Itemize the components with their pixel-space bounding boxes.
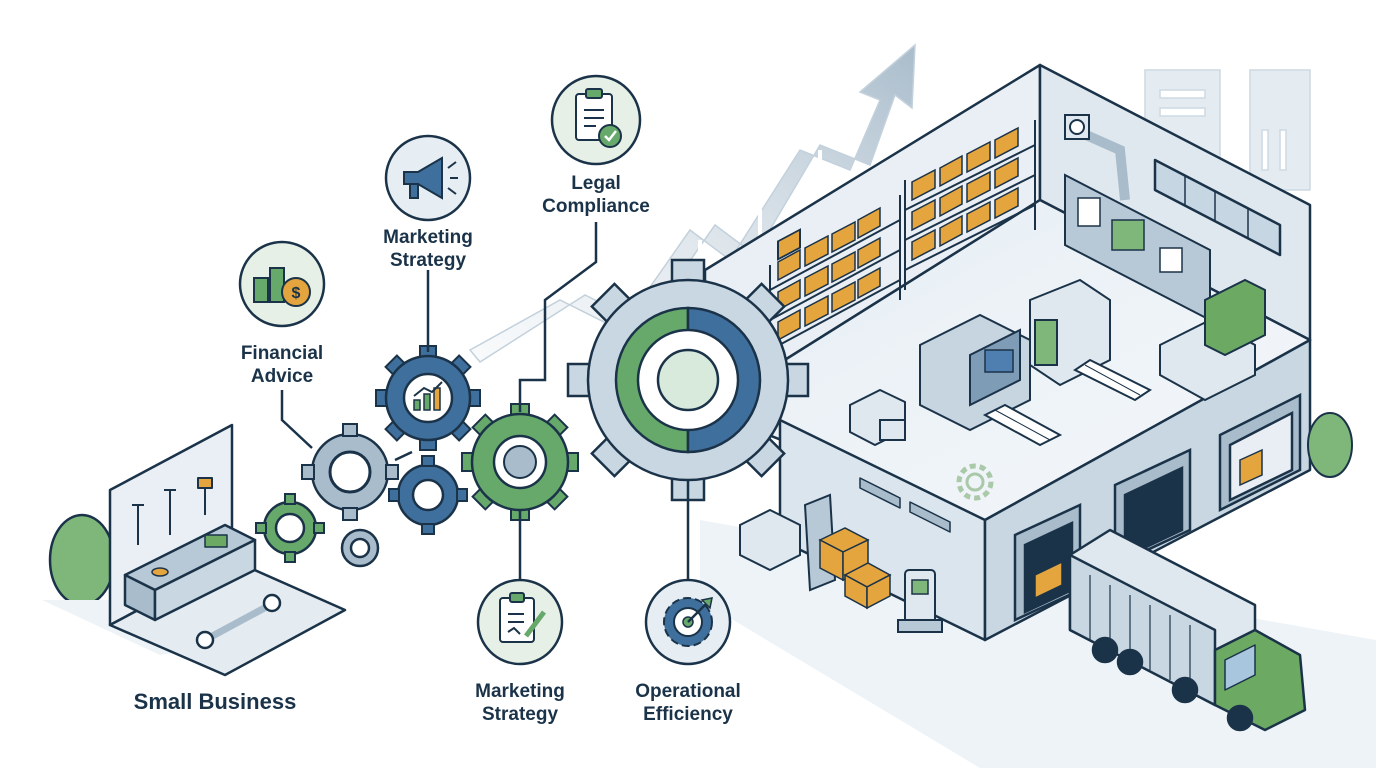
bar-chart-icon (413, 381, 443, 411)
machinery (849, 278, 1266, 447)
gear-blue-small (388, 455, 468, 535)
connector-lines (280, 222, 690, 580)
tree-right (1307, 412, 1353, 478)
label-legal-compliance-line2: Compliance (542, 196, 650, 217)
gear-large-center (566, 258, 810, 502)
label-small-business: Small Business (100, 690, 330, 713)
gear-blue-chart (375, 345, 481, 451)
clipboard-pen-icon (476, 578, 564, 666)
clipboard-check-icon (550, 74, 642, 166)
label-small-business-text: Small Business (133, 689, 297, 714)
label-operational-efficiency-line2: Efficiency (643, 704, 733, 725)
warehouse-shelves (769, 120, 1036, 360)
truck (1068, 528, 1307, 732)
coins-dollar-icon: $ (238, 240, 326, 328)
label-marketing-strategy-top-line1: Marketing (383, 227, 473, 248)
label-marketing-strategy-top: Marketing Strategy (358, 226, 498, 272)
label-marketing-strategy-top-line2: Strategy (389, 250, 467, 271)
label-legal-compliance: Legal Compliance (521, 172, 671, 218)
floor-gear-icon (956, 463, 994, 501)
label-marketing-strategy-bottom: Marketing Strategy (450, 680, 590, 726)
control-panel (1064, 114, 1211, 322)
label-marketing-strategy-bottom-line1: Marketing (475, 681, 565, 702)
label-financial-advice: Financial Advice (212, 342, 352, 388)
label-operational-efficiency: Operational Efficiency (608, 680, 768, 726)
gear-small-gray (340, 528, 380, 568)
label-operational-efficiency-line1: Operational (635, 681, 741, 702)
gear-small-green (255, 493, 325, 563)
gear-green-medium (461, 403, 579, 521)
label-legal-compliance-line1: Legal (571, 173, 621, 194)
label-financial-advice-line1: Financial (240, 343, 324, 364)
loading-docks (1013, 392, 1302, 622)
outside-equipment (739, 493, 943, 633)
workshop (42, 423, 347, 677)
target-gear-icon (644, 578, 732, 666)
label-financial-advice-line2: Advice (250, 366, 314, 387)
svg-text:$: $ (292, 285, 301, 302)
label-marketing-strategy-bottom-line2: Strategy (481, 704, 559, 725)
gear-medium-gray (301, 423, 399, 521)
megaphone-icon (384, 134, 472, 222)
